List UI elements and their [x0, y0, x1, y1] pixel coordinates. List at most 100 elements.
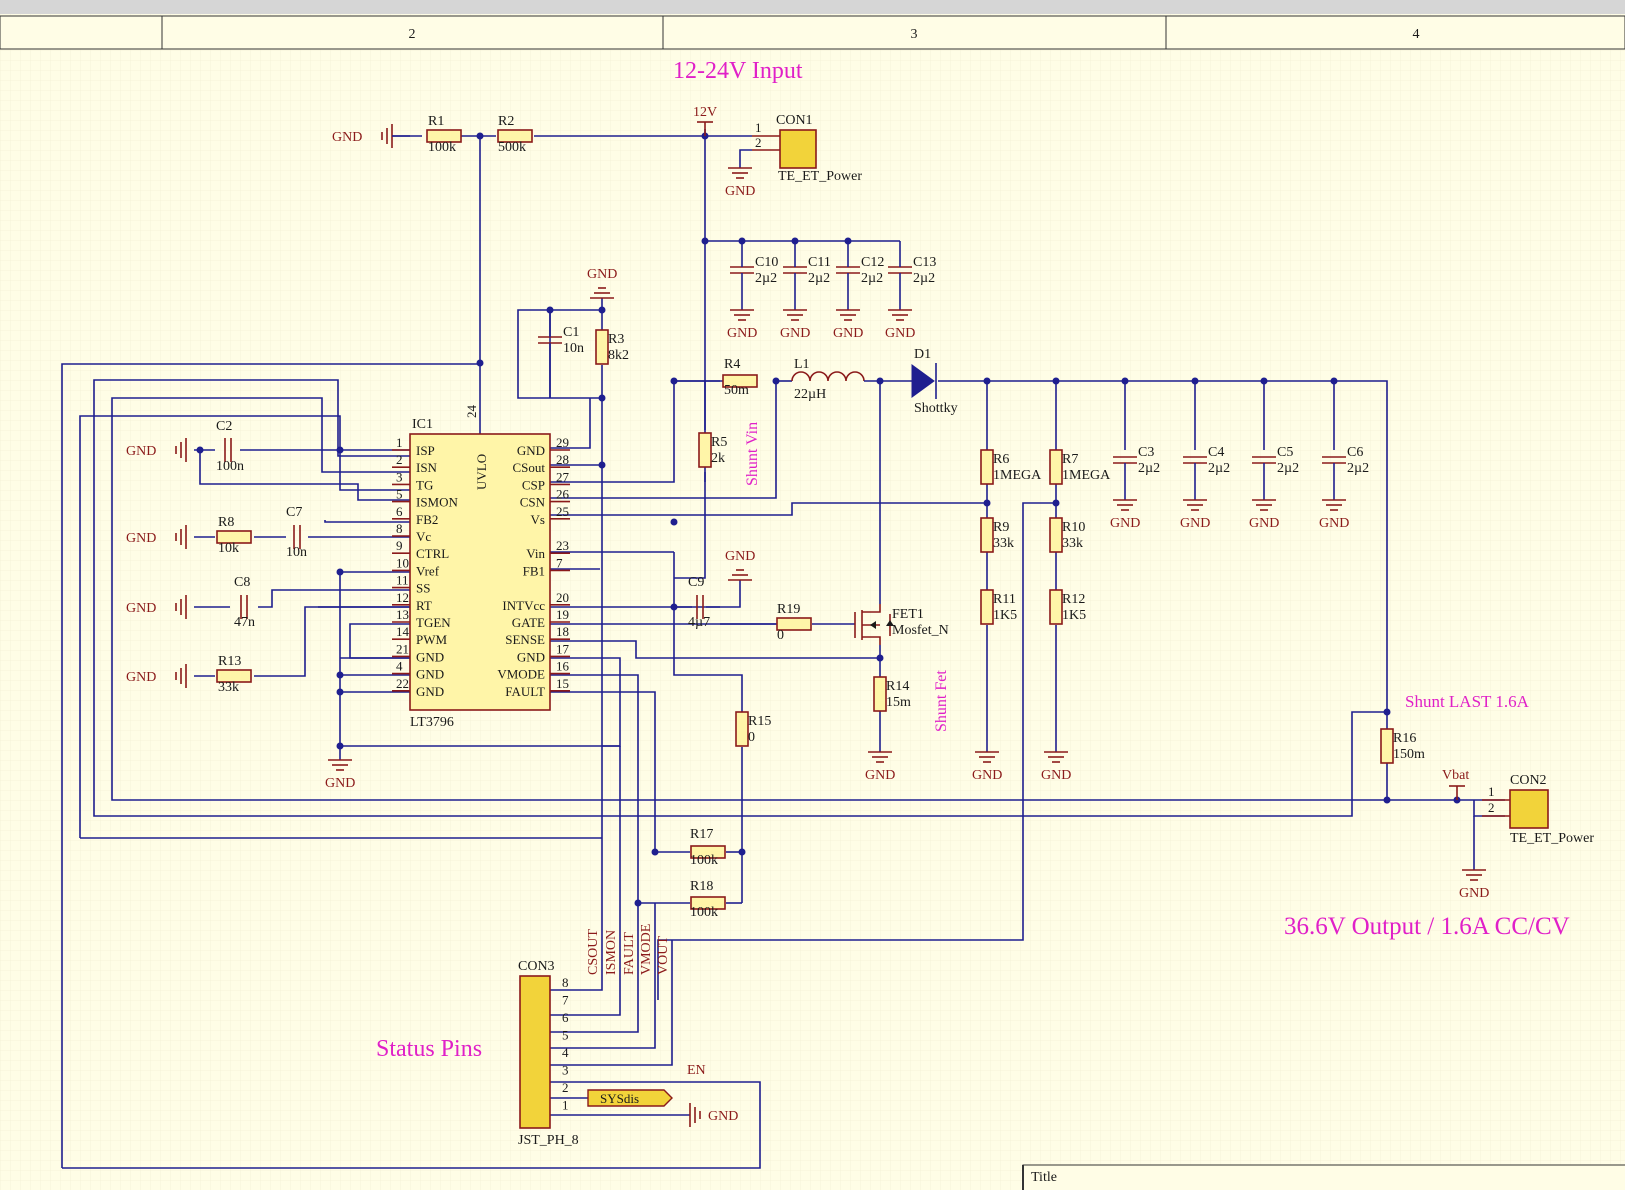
resistor-r19[interactable]: R19 0	[776, 602, 812, 643]
ic-left-pin-number: 9	[396, 538, 403, 553]
ic-right-pin-number: 19	[556, 607, 569, 622]
ic-left-pin-name: SS	[416, 581, 430, 596]
resistor-value: 0	[777, 628, 784, 643]
resistor-ref: R19	[777, 602, 800, 617]
ic-left-pin-number: 6	[396, 504, 403, 519]
resistor-ref: R2	[498, 114, 514, 129]
ic-ref: IC1	[412, 417, 433, 432]
resistor-value: 1MEGA	[1062, 468, 1111, 483]
connector-pin-number: 2	[1488, 800, 1495, 815]
column-label-3: 3	[911, 27, 918, 42]
ic-right-pin-name: GATE	[512, 615, 545, 630]
ic-right-pin-name: FB1	[523, 563, 545, 578]
capacitor-value: 2µ2	[913, 271, 935, 286]
capacitor-ref: C12	[861, 255, 884, 270]
top-scroll-bar[interactable]	[0, 0, 1625, 14]
capacitor-value: 2µ2	[1138, 461, 1160, 476]
gnd-symbol: GND	[1319, 499, 1349, 531]
status-net-label: VOUT	[656, 936, 671, 975]
diode-value: Shottky	[914, 401, 958, 416]
capacitor-value: 47n	[234, 615, 255, 630]
ic-right-pin-name: CSN	[520, 495, 546, 510]
connector-pin-number: 2	[755, 135, 762, 150]
ic-right-pin-name: GND	[517, 443, 545, 458]
resistor-ref: R17	[690, 827, 713, 842]
gnd-label: GND	[725, 549, 755, 564]
gnd-symbol: GND	[725, 549, 755, 581]
ic-left-pin-name: CTRL	[416, 546, 449, 561]
connector-pin-number: 4	[562, 1045, 569, 1060]
ic-right-pin-name: VMODE	[497, 667, 545, 682]
gnd-symbol: GND	[1041, 751, 1071, 783]
connector-ref: CON1	[776, 113, 813, 128]
resistor-ref: R6	[993, 452, 1009, 467]
gnd-symbol: GND	[865, 751, 895, 783]
inductor-value: 22µH	[794, 387, 826, 402]
sysdis-port: SYSdis	[587, 1089, 673, 1107]
resistor-ref: R10	[1062, 520, 1085, 535]
ic-left-pin-number: 1	[396, 435, 403, 450]
resistor-r2[interactable]: R2 500k	[497, 114, 533, 155]
connector-pin-number: 1	[562, 1098, 569, 1113]
connector-ref: CON2	[1510, 773, 1547, 788]
diode-ref: D1	[914, 347, 931, 362]
note-shunt-fet: Shunt Fet	[933, 670, 950, 732]
resistor-value: 500k	[498, 140, 526, 155]
capacitor-ref: C8	[234, 575, 250, 590]
ic-right-pin-name: CSP	[522, 477, 545, 492]
resistor-value: 1K5	[1062, 608, 1086, 623]
ic-left-pin-name: FB2	[416, 512, 438, 527]
gnd-label: GND	[1180, 516, 1210, 531]
resistor-value: 2k	[711, 451, 725, 466]
ic-left-pin-number: 12	[396, 590, 409, 605]
mosfet-value: Mosfet_N	[892, 623, 949, 638]
capacitor-value: 2µ2	[1347, 461, 1369, 476]
connector-pin-number: 1	[1488, 784, 1495, 799]
ic-left-pin-name: ISP	[416, 443, 435, 458]
capacitor-value: 2µ2	[1277, 461, 1299, 476]
ic-left-pin-name: Vref	[416, 563, 440, 578]
resistor-ref: R4	[724, 357, 740, 372]
capacitor-c8[interactable]: C8 47n	[234, 575, 255, 630]
power-12v-label: 12V	[693, 105, 717, 120]
junctions	[196, 132, 1461, 907]
ic-lt3796[interactable]: IC1 LT3796 UVLO 24 1ISP2ISN3TG5ISMON6FB2…	[392, 405, 570, 731]
ic-right-pin-number: 27	[556, 469, 570, 484]
resistor-value: 10k	[218, 541, 239, 556]
gnd-label: GND	[587, 267, 617, 282]
resistor-value: 15m	[886, 695, 911, 710]
ic-left-pin-number: 5	[396, 487, 403, 502]
